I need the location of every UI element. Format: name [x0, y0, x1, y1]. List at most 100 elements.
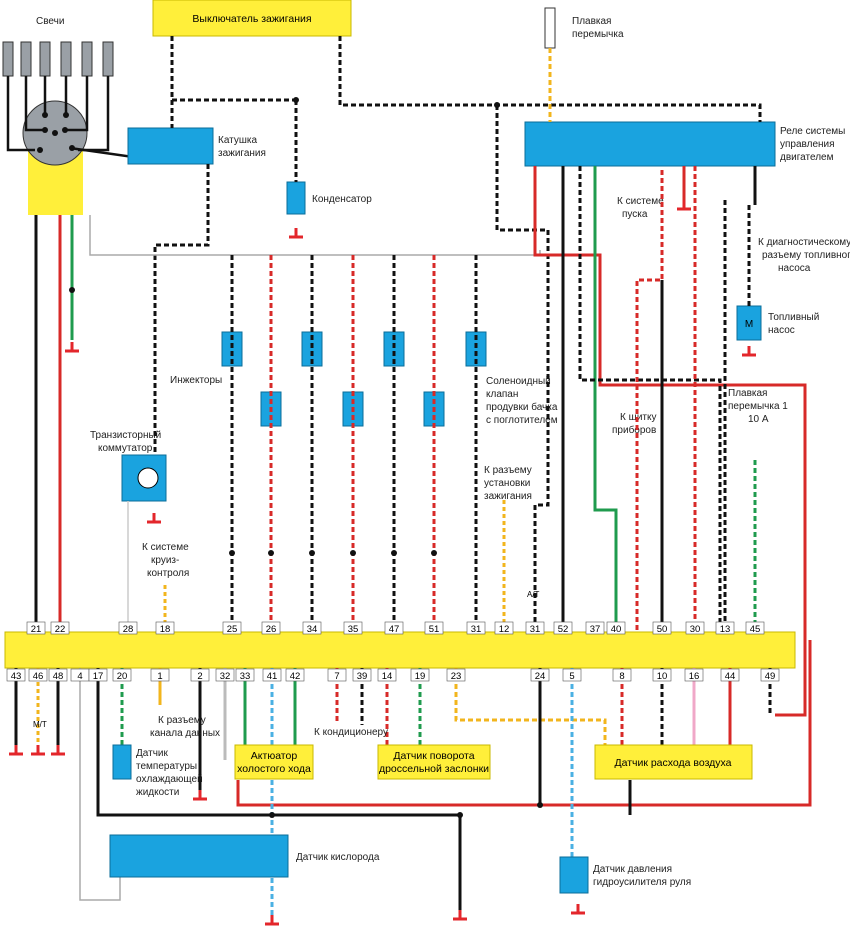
- top-pin-box: [384, 621, 404, 635]
- top-pin-label: 31: [471, 624, 482, 635]
- ps-pressure-sensor: [559, 856, 589, 894]
- bottom-pin-box: [150, 668, 170, 682]
- top-pin-label: 30: [690, 624, 701, 635]
- top-pin-box: [466, 621, 486, 635]
- top-pin-box: [652, 621, 672, 635]
- cruise-label-1: К системе: [142, 542, 189, 553]
- bottom-pin-box: [652, 668, 672, 682]
- top-pin-label: 34: [307, 624, 318, 635]
- top-pin-label: 25: [227, 624, 238, 635]
- top-pin-label: 35: [348, 624, 359, 635]
- ign-setting-label-3: зажигания: [484, 491, 532, 502]
- ign-setting-label-2: установки: [484, 478, 530, 489]
- bottom-pin-label: 16: [689, 671, 700, 682]
- engine-control-relay: [524, 121, 776, 167]
- ecu-connector-block: [4, 631, 796, 669]
- bottom-pin-box: [720, 668, 740, 682]
- bottom-pin-label: 17: [93, 671, 104, 682]
- ign-setting-label-1: К разъему: [484, 465, 532, 476]
- idle-actuator-label-1: Актюатор: [251, 750, 298, 762]
- relay-label-3: двигателем: [780, 152, 834, 163]
- top-pin-box: [155, 621, 175, 635]
- coolant-label-2: температуры: [136, 761, 197, 772]
- bottom-pin-label: 46: [33, 671, 44, 682]
- relay-label-1: Реле системы: [780, 126, 845, 137]
- bottom-pin-label: 42: [290, 671, 301, 682]
- throttle-label-2: дроссельной заслонки: [379, 763, 489, 775]
- oxygen-sensor: [109, 834, 289, 878]
- to-diag-label-3: насоса: [778, 263, 811, 274]
- to-diag-label-1: К диагностическому: [758, 237, 850, 248]
- data-link-label-1: К разъему: [158, 715, 206, 726]
- to-starter-label-2: пуска: [622, 209, 648, 220]
- top-pin-box: [424, 621, 444, 635]
- coolant-label-3: охлаждающей: [136, 774, 203, 785]
- bottom-pin-label: 24: [535, 671, 546, 682]
- top-pin-label: 45: [750, 624, 761, 635]
- bottom-pin-box: [112, 668, 132, 682]
- bottom-pin-box: [190, 668, 210, 682]
- top-pin-label: 37: [590, 624, 601, 635]
- top-pin-label: 31: [530, 624, 541, 635]
- fuse1-label-2: перемычка 1: [728, 401, 788, 412]
- cruise-label-2: круиз-: [151, 555, 179, 566]
- coolant-label-1: Датчик: [136, 748, 168, 759]
- fuse-link-label-1: Плавкая: [572, 16, 611, 27]
- condenser: [286, 181, 306, 215]
- bottom-pin-box: [327, 668, 347, 682]
- throttle-position-sensor: [377, 744, 491, 780]
- bottom-pin-label: 14: [382, 671, 393, 682]
- condenser-label: Конденсатор: [312, 194, 372, 205]
- at-label: A/T: [527, 590, 540, 599]
- plugs-label: Свечи: [36, 16, 64, 27]
- bottom-pin-box: [215, 668, 235, 682]
- bottom-pin-box: [6, 668, 26, 682]
- bottom-pin-label: 43: [11, 671, 22, 682]
- idle-actuator-label-2: холостого хода: [237, 763, 311, 775]
- data-link-label-2: канала данных: [150, 728, 220, 739]
- ignition-switch-label: Выключатель зажигания: [192, 13, 311, 25]
- oxygen-label: Датчик кислорода: [296, 852, 380, 863]
- bottom-pin-box: [446, 668, 466, 682]
- bottom-pin-box: [684, 668, 704, 682]
- bottom-pin-label: 33: [240, 671, 251, 682]
- top-pin-box: [302, 621, 322, 635]
- bottom-pin-label: 48: [53, 671, 64, 682]
- bottom-pin-box: [377, 668, 397, 682]
- to-instruments-label-2: приборов: [612, 424, 656, 436]
- top-pin-box: [745, 621, 765, 635]
- transistor-label-2: коммутатор: [98, 443, 153, 454]
- top-pin-box: [261, 621, 281, 635]
- top-pin-box: [525, 621, 545, 635]
- bottom-pin-label: 4: [77, 671, 82, 682]
- bottom-pin-box: [28, 668, 48, 682]
- bottom-pin-label: 39: [357, 671, 368, 682]
- bottom-pin-label: 44: [725, 671, 736, 682]
- bottom-pin-label: 2: [197, 671, 202, 682]
- top-pin-box: [118, 621, 138, 635]
- ignition-coil-label-1: Катушка: [218, 135, 257, 146]
- top-pin-label: 18: [160, 624, 171, 635]
- top-pin-box: [26, 621, 46, 635]
- bottom-pin-box: [352, 668, 372, 682]
- bottom-pin-label: 19: [415, 671, 426, 682]
- bottom-pin-label: 1: [157, 671, 162, 682]
- top-pin-box: [494, 621, 514, 635]
- motor-symbol: M: [745, 319, 753, 330]
- junction-dots: [69, 97, 543, 818]
- bottom-pin-label: 49: [765, 671, 776, 682]
- bottom-pin-box: [612, 668, 632, 682]
- fuse1-label-1: Плавкая: [728, 388, 767, 399]
- fuse1-label-3: 10 А: [748, 414, 769, 425]
- to-starter-label-1: К системе: [617, 196, 664, 207]
- bottom-pin-box: [262, 668, 282, 682]
- fuel-pump-label-1: Топливный: [768, 312, 819, 323]
- relay-label-2: управления: [780, 139, 835, 150]
- purge-valve-label-1: Соленоидный: [486, 376, 551, 387]
- top-pin-box: [585, 621, 605, 635]
- ignition-coil: [127, 127, 214, 165]
- ps-label-2: гидроусилителя руля: [593, 877, 691, 888]
- top-pin-box: [685, 621, 705, 635]
